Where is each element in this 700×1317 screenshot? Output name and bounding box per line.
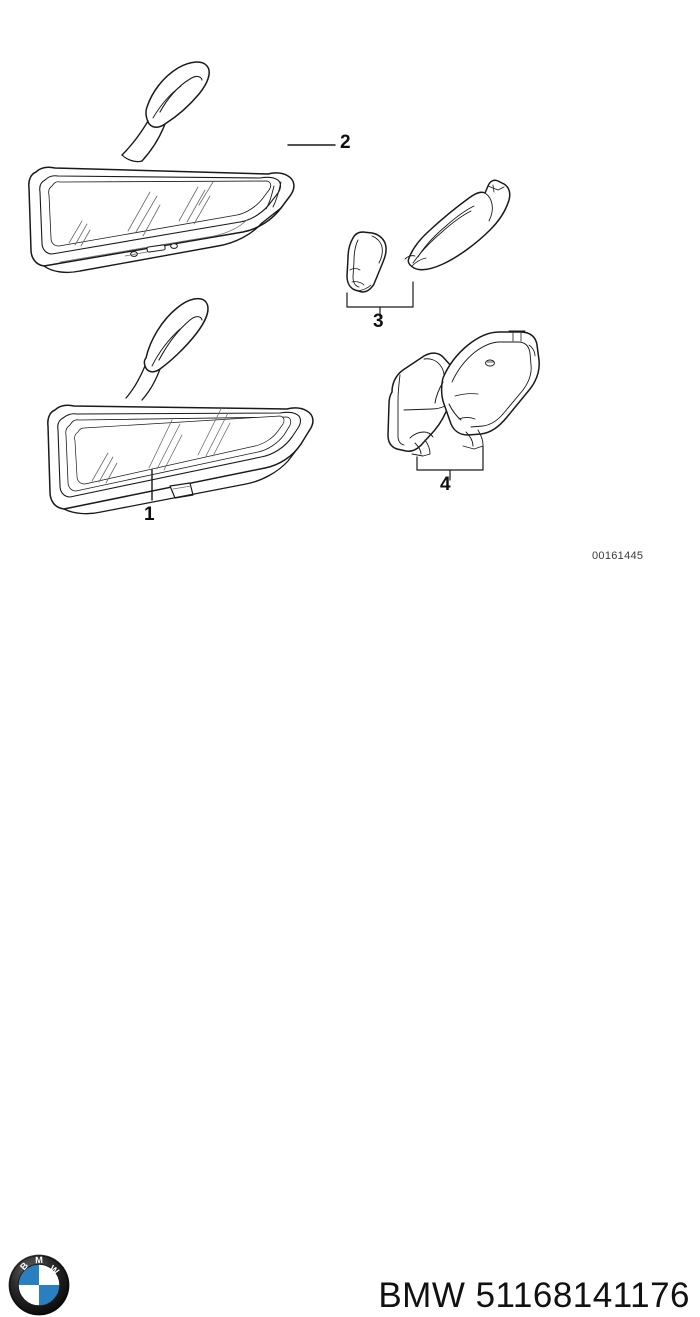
bmw-roundel-logo: B M W	[8, 1254, 70, 1316]
footer-bar: B M W BMW 51168141176	[0, 620, 700, 1316]
technical-drawing	[28, 61, 540, 515]
callout-label-3: 3	[373, 311, 384, 332]
callout-label-1: 1	[144, 504, 155, 525]
diagram-id-text: 00161445	[592, 550, 644, 562]
part-4-housing-set	[387, 330, 540, 457]
brand-part-number: BMW 51168141176	[378, 1276, 690, 1315]
part-2-mirror-assembly	[28, 61, 295, 274]
callout-label-2: 2	[340, 132, 351, 153]
bracket-3	[346, 281, 414, 318]
part-1-mirror-assembly	[47, 297, 314, 515]
callout-label-4: 4	[440, 474, 451, 495]
part-3-cover-set	[346, 179, 511, 293]
logo-letter-m: M	[35, 1255, 43, 1265]
bracket-4	[416, 445, 484, 481]
parts-diagram-page: 1 2 3 4 00161445	[0, 61, 700, 1316]
